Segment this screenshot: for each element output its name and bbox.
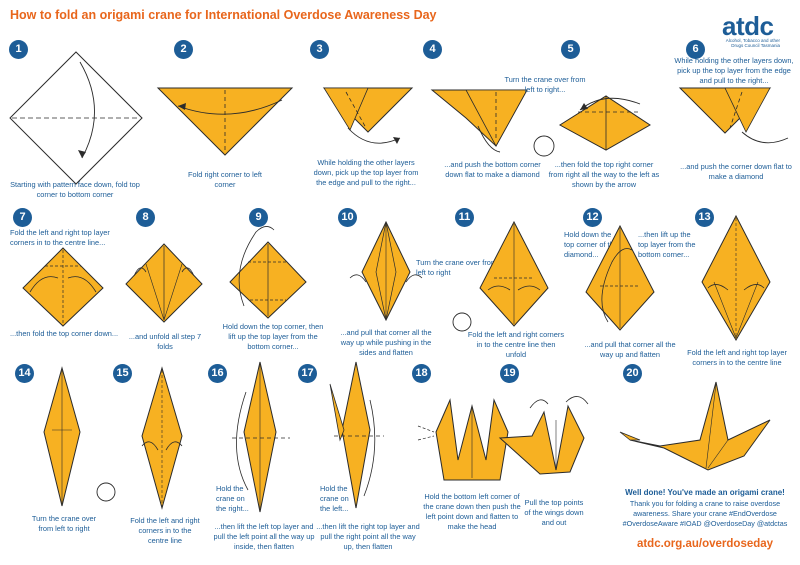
atdc-logo: atdc Alcohol, Tobacco and other Drugs Co…: [722, 11, 794, 48]
step-15-caption: Fold the left and right corners in to th…: [130, 516, 200, 545]
final-headline: Well done! You've made an origami crane!: [625, 488, 785, 497]
step-9-caption: Hold down the top corner, then lift up t…: [222, 322, 324, 351]
step-12-caption-c: ...and pull that corner all the way up a…: [584, 340, 676, 359]
step-3-caption: While holding the other layers down, pic…: [313, 158, 419, 187]
step-16-caption-b: ...then lift the left top layer and pull…: [213, 522, 315, 551]
step-1-number: 1: [9, 40, 28, 59]
step-8-number: 8: [136, 208, 155, 227]
page-title: How to fold an origami crane for Interna…: [10, 8, 437, 22]
step-7-caption-bottom: ...then fold the top corner down...: [10, 329, 119, 338]
step-14-caption: Turn the crane over from left to right: [31, 514, 97, 533]
step-16-number: 16: [208, 364, 227, 383]
step-14-number: 14: [15, 364, 34, 383]
step-19-number: 19: [500, 364, 519, 383]
step-5-caption-top: Turn the crane over from left to right..…: [504, 75, 586, 94]
step-8-caption: ...and unfold all step 7 folds: [128, 332, 202, 351]
step-11-caption-bottom: Fold the left and right corners in to th…: [467, 330, 565, 359]
step-9-number: 9: [249, 208, 268, 227]
step-18-caption: Hold the bottom left corner of the crane…: [423, 492, 521, 531]
step-17-number: 17: [298, 364, 317, 383]
step-10-number: 10: [338, 208, 357, 227]
step-5-caption-bottom: ...then fold the top right corner from r…: [548, 160, 660, 189]
step-4-number: 4: [423, 40, 442, 59]
step-10-caption: ...and pull that corner all the way up w…: [340, 328, 432, 357]
step-15-number: 15: [113, 364, 132, 383]
step-12-caption-a: Hold down the top corner of the diamond.…: [564, 230, 618, 259]
website-link[interactable]: atdc.org.au/overdoseday: [636, 538, 774, 550]
step-11-caption-top: Turn the crane over from left to right: [416, 258, 498, 277]
step-19-caption: Pull the top points of the wings down an…: [524, 498, 584, 527]
step-1-caption: Starting with pattern face down, fold to…: [10, 180, 140, 199]
step-3-number: 3: [310, 40, 329, 59]
step-20-number: 20: [623, 364, 642, 383]
step-2-number: 2: [174, 40, 193, 59]
step-4-caption: ...and push the bottom corner down flat …: [444, 160, 541, 179]
step-16-caption-a: Hold the crane on the right...: [216, 484, 249, 513]
step-17-caption-a: Hold the crane on the left...: [320, 484, 349, 513]
step-12-caption-b: ...then lift up the top layer from the b…: [638, 230, 696, 259]
step-6-caption-top: While holding the other layers down, pic…: [674, 56, 794, 85]
step-17-caption-b: ...then lift the right top layer and pul…: [316, 522, 420, 551]
step-7-caption-top: Fold the left and right top layer corner…: [10, 228, 110, 247]
step-7-number: 7: [13, 208, 32, 227]
step-13-number: 13: [695, 208, 714, 227]
step-6-caption-bottom: ...and push the corner down flat to make…: [680, 162, 792, 181]
step-13-caption: Fold the left and right top layer corner…: [687, 348, 787, 367]
step-11-number: 11: [455, 208, 474, 227]
logo-subtitle: Alcohol, Tobacco and other Drugs Council…: [725, 38, 780, 48]
step-5-number: 5: [561, 40, 580, 59]
logo-word: atdc: [722, 11, 774, 41]
final-body: Thank you for folding a crane to raise o…: [622, 499, 788, 528]
step-6-number: 6: [686, 40, 705, 59]
step-12-number: 12: [583, 208, 602, 227]
step-2-caption: Fold right corner to left corner: [188, 170, 262, 189]
step-18-number: 18: [412, 364, 431, 383]
